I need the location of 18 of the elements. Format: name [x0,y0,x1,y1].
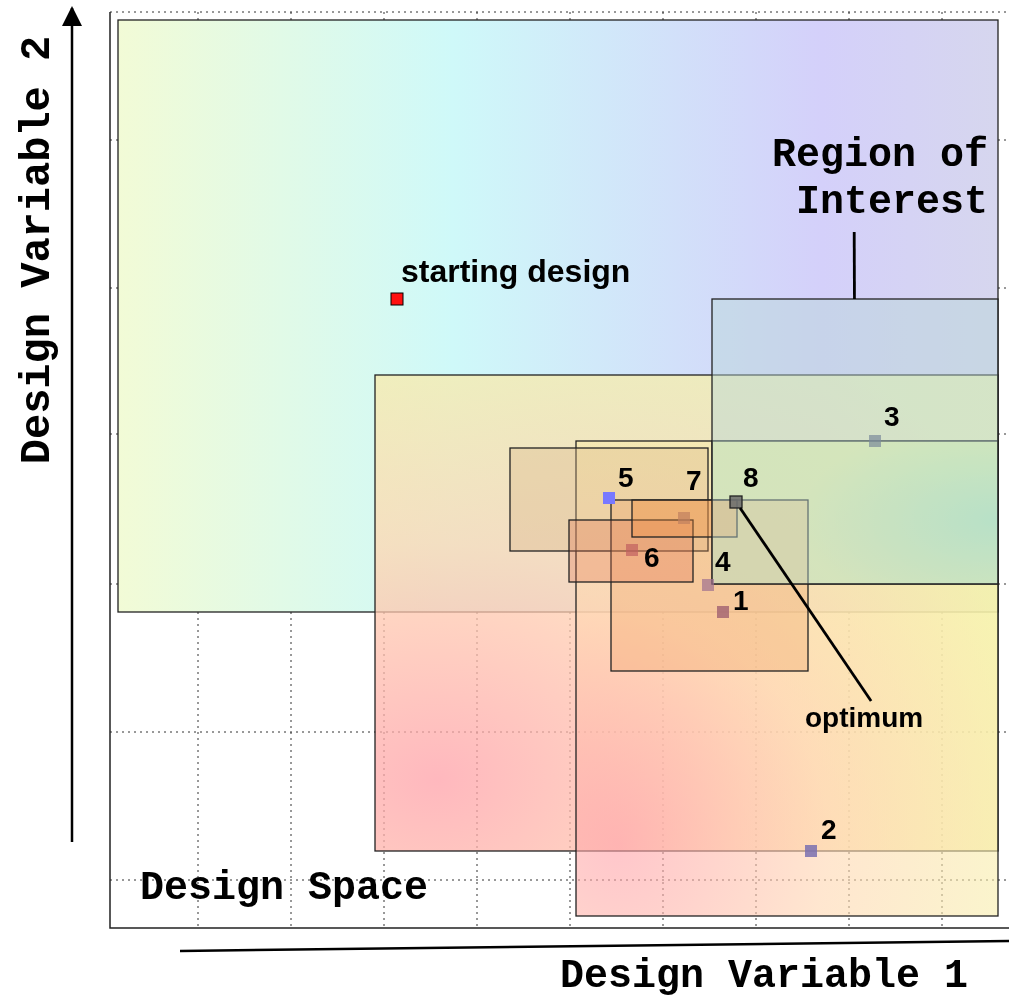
region-rectangle [711,298,999,585]
region-label: Design Space [140,867,429,911]
point-number: 2 [821,815,837,846]
point-number: 5 [618,463,634,494]
leader-line [738,507,873,702]
callout-label: optimum [805,701,963,735]
axis-title: Design Variable 2 [14,35,62,465]
axis-title: Design Variable 1 [560,955,969,999]
point-label: starting design [401,254,631,290]
leader-line [852,232,856,299]
point-number: 7 [686,466,702,497]
callout-label: Region of Interest [720,132,988,227]
point-marker [729,495,743,509]
point-number: 4 [715,547,731,578]
point-number: 1 [733,586,749,617]
point-number: 3 [884,402,900,433]
point-number: 8 [743,463,759,494]
point-number: 6 [644,543,660,574]
